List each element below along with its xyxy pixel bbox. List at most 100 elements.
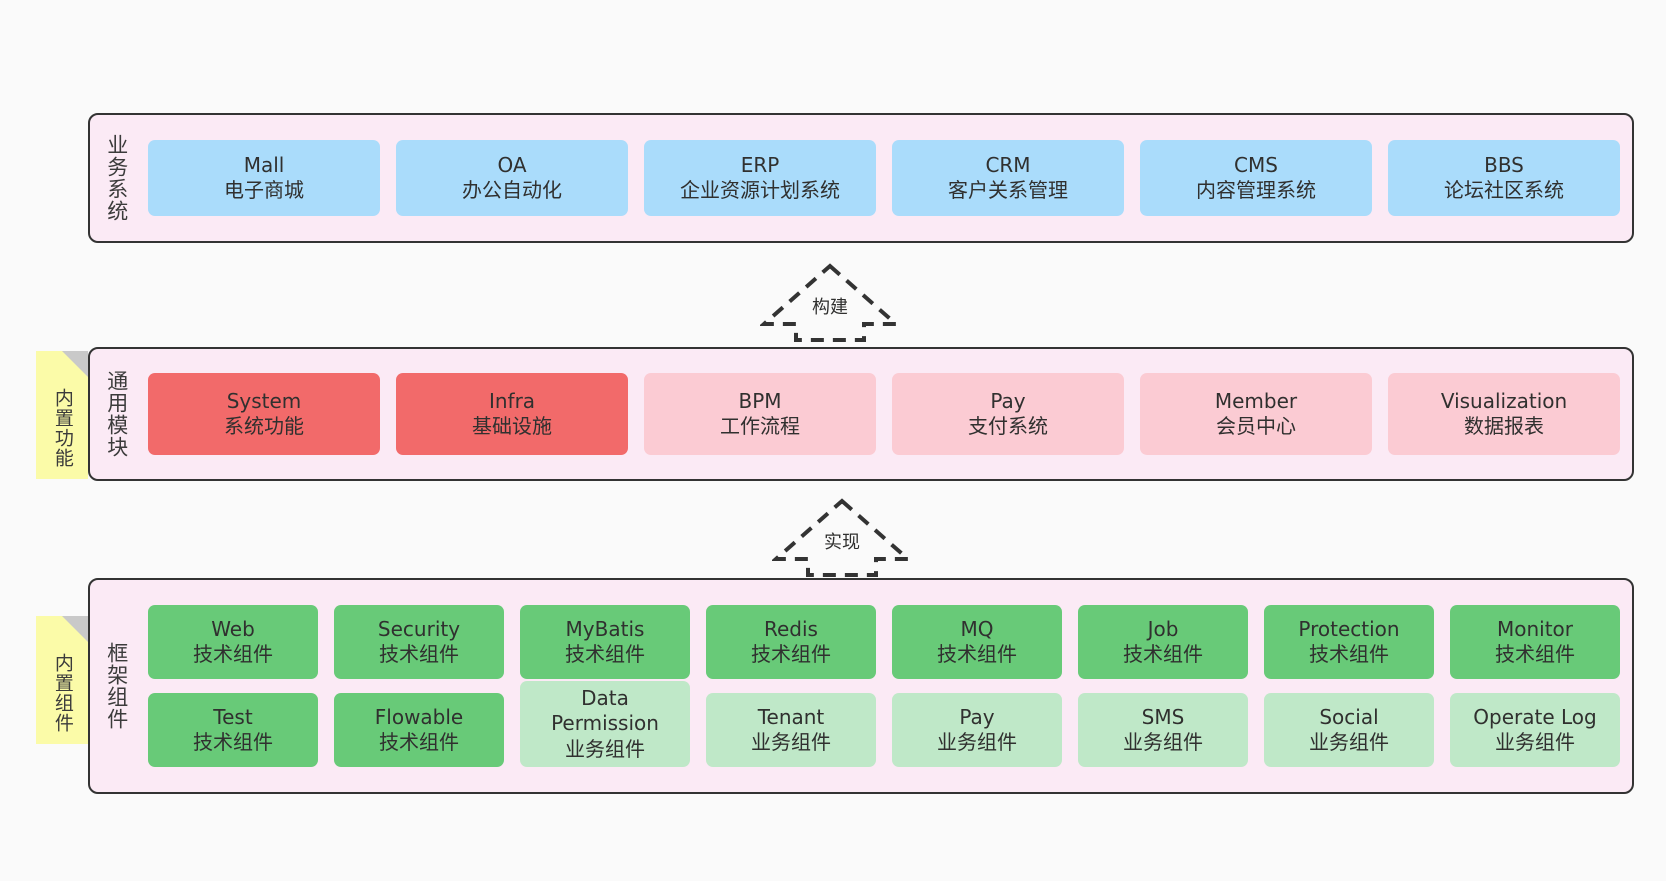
box-monitor[interactable]: Monitor 技术组件 xyxy=(1450,605,1620,679)
cell: Operate Log 业务组件 xyxy=(1450,693,1620,767)
box-subtitle: 技术组件 xyxy=(193,642,273,666)
cell: Data Permission 业务组件 xyxy=(520,681,690,767)
box-member[interactable]: Member 会员中心 xyxy=(1140,373,1372,455)
cell: Web 技术组件 xyxy=(148,605,318,679)
layer-business-system: 业务系统 Mall 电子商城 OA 办公自动化 ERP xyxy=(88,113,1634,243)
cell: Test 技术组件 xyxy=(148,693,318,767)
box-erp[interactable]: ERP 企业资源计划系统 xyxy=(644,140,876,216)
box-title: OA xyxy=(497,152,527,177)
box-tenant[interactable]: Tenant 业务组件 xyxy=(706,693,876,767)
cell: Visualization 数据报表 xyxy=(1388,373,1620,455)
box-title: Pay xyxy=(990,388,1026,413)
box-subtitle: 会员中心 xyxy=(1216,414,1296,438)
cell: MQ 技术组件 xyxy=(892,605,1062,679)
box-flowable[interactable]: Flowable 技术组件 xyxy=(334,693,504,767)
box-subtitle: 技术组件 xyxy=(1495,642,1575,666)
box-system[interactable]: System 系统功能 xyxy=(148,373,380,455)
box-title: BPM xyxy=(738,388,782,413)
box-visualization[interactable]: Visualization 数据报表 xyxy=(1388,373,1620,455)
cell: CRM 客户关系管理 xyxy=(892,140,1124,216)
box-subtitle: 技术组件 xyxy=(937,642,1017,666)
box-operate-log[interactable]: Operate Log 业务组件 xyxy=(1450,693,1620,767)
box-redis[interactable]: Redis 技术组件 xyxy=(706,605,876,679)
box-title: CRM xyxy=(985,152,1031,177)
box-title: Test xyxy=(213,704,253,729)
box-test[interactable]: Test 技术组件 xyxy=(148,693,318,767)
cell: Pay 业务组件 xyxy=(892,693,1062,767)
box-crm[interactable]: CRM 客户关系管理 xyxy=(892,140,1124,216)
box-subtitle: 技术组件 xyxy=(1123,642,1203,666)
cell: Protection 技术组件 xyxy=(1264,605,1434,679)
layer-body-common-modules: System 系统功能 Infra 基础设施 BPM 工作流程 xyxy=(142,349,1632,479)
box-title: Infra xyxy=(488,388,536,413)
cell: Monitor 技术组件 xyxy=(1450,605,1620,679)
box-title: Security xyxy=(377,616,461,641)
cell: ERP 企业资源计划系统 xyxy=(644,140,876,216)
box-subtitle: 工作流程 xyxy=(720,414,800,438)
box-subtitle: 技术组件 xyxy=(379,642,459,666)
cell: Redis 技术组件 xyxy=(706,605,876,679)
box-social[interactable]: Social 业务组件 xyxy=(1264,693,1434,767)
cell: MyBatis 技术组件 xyxy=(520,605,690,679)
box-subtitle: 内容管理系统 xyxy=(1196,178,1316,202)
box-infra[interactable]: Infra 基础设施 xyxy=(396,373,628,455)
box-job[interactable]: Job 技术组件 xyxy=(1078,605,1248,679)
box-subtitle: 技术组件 xyxy=(751,642,831,666)
layer-common-modules: 通用模块 System 系统功能 Infra 基础设施 xyxy=(88,347,1634,481)
box-subtitle: 技术组件 xyxy=(379,730,459,754)
box-mq[interactable]: MQ 技术组件 xyxy=(892,605,1062,679)
box-title: Pay xyxy=(959,704,995,729)
box-title: System xyxy=(226,388,302,413)
box-pay-module[interactable]: Pay 支付系统 xyxy=(892,373,1124,455)
box-subtitle: 论坛社区系统 xyxy=(1444,178,1564,202)
box-sms[interactable]: SMS 业务组件 xyxy=(1078,693,1248,767)
box-oa[interactable]: OA 办公自动化 xyxy=(396,140,628,216)
box-protection[interactable]: Protection 技术组件 xyxy=(1264,605,1434,679)
box-security[interactable]: Security 技术组件 xyxy=(334,605,504,679)
box-data-permission[interactable]: Data Permission 业务组件 xyxy=(520,681,690,767)
cell: Job 技术组件 xyxy=(1078,605,1248,679)
layer-title-framework-components: 框架组件 xyxy=(104,642,129,730)
note-fold-corner xyxy=(62,351,88,377)
cell: SMS 业务组件 xyxy=(1078,693,1248,767)
box-subtitle: 基础设施 xyxy=(472,414,552,438)
cell: System 系统功能 xyxy=(148,373,380,455)
box-title: SMS xyxy=(1141,704,1185,729)
box-title: Data Permission xyxy=(551,685,659,736)
cell: Tenant 业务组件 xyxy=(706,693,876,767)
box-title: Tenant xyxy=(757,704,825,729)
box-bpm[interactable]: BPM 工作流程 xyxy=(644,373,876,455)
layer-title-common-modules: 通用模块 xyxy=(104,370,129,458)
box-title: Protection xyxy=(1298,616,1400,641)
box-pay-component[interactable]: Pay 业务组件 xyxy=(892,693,1062,767)
box-title: Visualization xyxy=(1440,388,1568,413)
row-tech-components: Web 技术组件 Security 技术组件 MyBatis 技术组件 xyxy=(148,605,1620,679)
box-title: ERP xyxy=(740,152,780,177)
box-bbs[interactable]: BBS 论坛社区系统 xyxy=(1388,140,1620,216)
box-subtitle: 业务组件 xyxy=(1123,730,1203,754)
box-mybatis[interactable]: MyBatis 技术组件 xyxy=(520,605,690,679)
box-title: MyBatis xyxy=(565,616,645,641)
box-subtitle: 客户关系管理 xyxy=(948,178,1068,202)
note-builtin-function: 内置功能 xyxy=(36,351,88,479)
box-subtitle: 技术组件 xyxy=(193,730,273,754)
box-title: Mall xyxy=(243,152,285,177)
box-subtitle: 业务组件 xyxy=(937,730,1017,754)
box-title: MQ xyxy=(960,616,994,641)
box-subtitle: 技术组件 xyxy=(565,642,645,666)
box-subtitle: 数据报表 xyxy=(1464,414,1544,438)
note-label: 内置组件 xyxy=(51,653,74,733)
box-subtitle: 系统功能 xyxy=(224,414,304,438)
cell: Infra 基础设施 xyxy=(396,373,628,455)
box-subtitle: 企业资源计划系统 xyxy=(680,178,840,202)
layer-body-framework-components: Web 技术组件 Security 技术组件 MyBatis 技术组件 xyxy=(142,580,1632,792)
arrow-implement-shape xyxy=(772,498,912,577)
note-fold-corner xyxy=(62,616,88,642)
box-web[interactable]: Web 技术组件 xyxy=(148,605,318,679)
row-business-components: Test 技术组件 Flowable 技术组件 Data Permission … xyxy=(148,681,1620,767)
box-title: BBS xyxy=(1484,152,1524,177)
box-mall[interactable]: Mall 电子商城 xyxy=(148,140,380,216)
box-cms[interactable]: CMS 内容管理系统 xyxy=(1140,140,1372,216)
note-builtin-component: 内置组件 xyxy=(36,616,88,744)
